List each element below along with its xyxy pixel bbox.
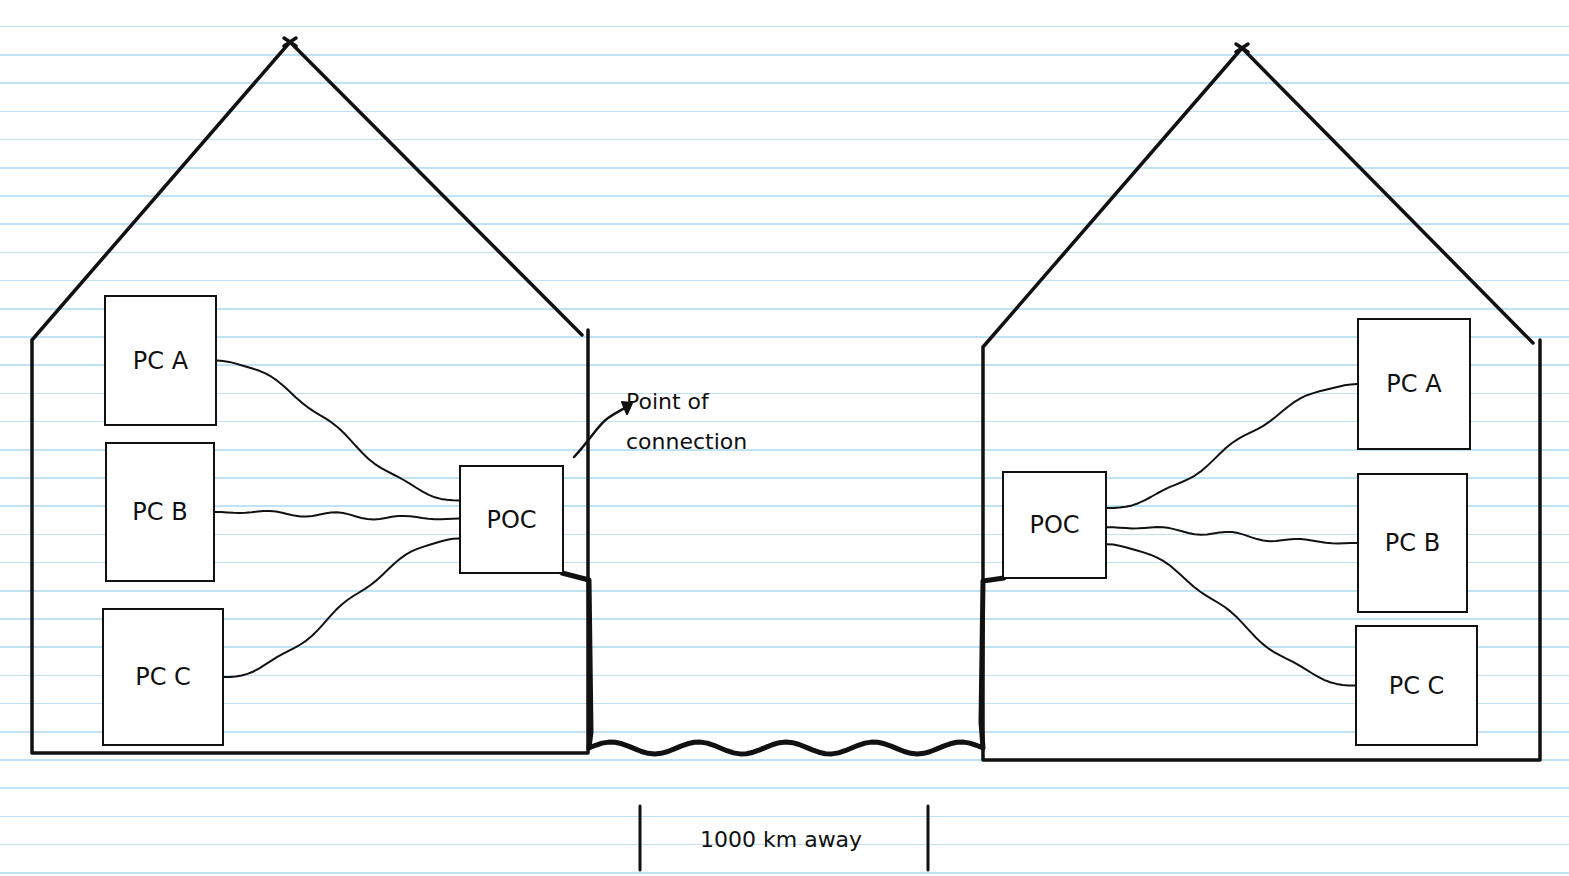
computer-box: PC C: [1355, 625, 1478, 746]
computer-box: PC B: [1357, 473, 1468, 613]
node-label: PC A: [127, 347, 194, 375]
computer-box: PC A: [104, 295, 217, 426]
right-house-outline: [983, 48, 1540, 760]
connection-box: POC: [459, 465, 564, 574]
network-cable: [217, 361, 459, 501]
network-cable: [1107, 544, 1355, 685]
node-label: PC B: [126, 498, 193, 526]
network-cable: [1107, 384, 1357, 508]
node-label: PC A: [1380, 370, 1447, 398]
node-label: PC B: [1379, 529, 1446, 557]
leader-line: [574, 406, 628, 457]
network-cable: [215, 511, 459, 519]
computer-box: PC A: [1357, 318, 1471, 450]
node-label: PC C: [1383, 672, 1451, 700]
left-house-outline: [32, 42, 588, 753]
callout-label: Point of connection: [626, 382, 766, 462]
node-label: PC C: [129, 663, 197, 691]
connection-box: POC: [1002, 471, 1107, 579]
node-label: POC: [1023, 511, 1085, 539]
right-roof-tip: [1236, 44, 1248, 52]
long-distance-cable: [562, 573, 1004, 754]
dimension-bar: [640, 806, 928, 870]
network-cable: [224, 538, 459, 677]
node-label: POC: [480, 506, 542, 534]
network-cable: [1107, 527, 1357, 543]
computer-box: PC B: [105, 442, 215, 582]
dimension-label: 1000 km away: [700, 820, 900, 860]
computer-box: PC C: [102, 608, 224, 746]
left-roof-tip: [284, 38, 296, 46]
